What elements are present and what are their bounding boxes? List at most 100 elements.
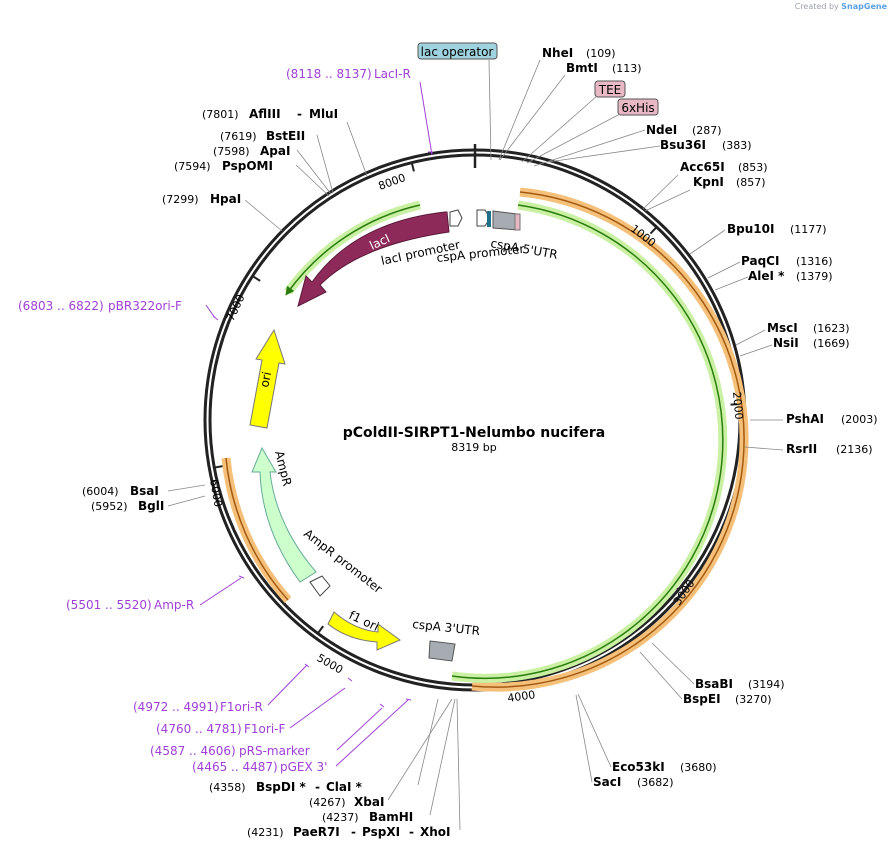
enzyme-nhei[interactable]: NheI(109) bbox=[542, 46, 616, 60]
svg-text:(4237): (4237) bbox=[322, 811, 359, 824]
svg-text:AflIII: AflIII bbox=[249, 107, 281, 121]
tee-box[interactable] bbox=[594, 80, 626, 98]
svg-text:(3194): (3194) bbox=[748, 678, 785, 691]
svg-text:RsrII: RsrII bbox=[786, 442, 817, 456]
primer-prs-marker[interactable]: (4587 .. 4606)pRS-marker bbox=[150, 744, 310, 758]
enzyme-eco53ki[interactable]: Eco53kI(3680) bbox=[612, 760, 717, 774]
enzyme-group-aflIII-mlui[interactable]: (7801) AflIII - MluI bbox=[202, 107, 338, 121]
enzyme-msci[interactable]: MscI(1623) bbox=[767, 321, 850, 335]
primer-pgex-3[interactable]: (4465 .. 4487)pGEX 3' bbox=[192, 760, 327, 774]
credit-text: Created by SnapGene bbox=[795, 2, 887, 11]
svg-text:(4587 .. 4606): (4587 .. 4606) bbox=[150, 744, 236, 758]
enzyme-group-bamhi[interactable]: (4237) BamHI bbox=[322, 810, 413, 824]
primer-f1ori-r[interactable]: (4972 .. 4991)F1ori-R bbox=[133, 700, 263, 714]
svg-text:PshAI: PshAI bbox=[786, 412, 824, 426]
tick-1000 bbox=[649, 225, 659, 235]
enzyme-bmti[interactable]: BmtI(113) bbox=[566, 61, 642, 75]
enzyme-bsteii[interactable]: (7619) BstEII bbox=[220, 129, 305, 143]
svg-text:(3680): (3680) bbox=[680, 761, 717, 774]
svg-text:(287): (287) bbox=[692, 124, 722, 137]
laci-promoter-arrow[interactable] bbox=[449, 209, 463, 227]
ampr-promoter-arrow[interactable] bbox=[309, 575, 331, 597]
enzyme-alei[interactable]: AleI * (1379) bbox=[748, 269, 833, 283]
enzyme-bsu36i[interactable]: Bsu36I(383) bbox=[660, 138, 752, 152]
svg-text:F1ori-F: F1ori-F bbox=[244, 722, 285, 736]
primer-f1ori-f[interactable]: (4760 .. 4781)F1ori-F bbox=[156, 722, 285, 736]
enzyme-pspomi[interactable]: (7594)PspOMI bbox=[174, 159, 273, 173]
enzyme-group-xbai[interactable]: (4267) XbaI bbox=[309, 795, 384, 809]
svg-text:NsiI: NsiI bbox=[773, 336, 799, 350]
svg-text:ClaI *: ClaI * bbox=[326, 780, 363, 794]
enzyme-nsii[interactable]: NsiI (1669) bbox=[773, 336, 850, 350]
plasmid-title: pColdII-SIRPT1-Nelumbo nucifera bbox=[343, 425, 605, 441]
enzyme-pshai[interactable]: PshAI (2003) bbox=[786, 412, 878, 426]
enzyme-bsai[interactable]: (6004)BsaI bbox=[82, 484, 159, 498]
enzyme-bspei[interactable]: BspEI(3270) bbox=[683, 692, 772, 706]
svg-text:-: - bbox=[315, 780, 320, 794]
svg-text:LacI-R: LacI-R bbox=[374, 67, 411, 81]
svg-text:(383): (383) bbox=[722, 139, 752, 152]
svg-text:(7299): (7299) bbox=[162, 193, 199, 206]
enzyme-kpni[interactable]: KpnI(857) bbox=[693, 175, 766, 189]
primer-pbr322ori-f[interactable]: (6803 .. 6822)pBR322ori-F bbox=[18, 299, 182, 313]
svg-text:BmtI: BmtI bbox=[566, 61, 598, 75]
svg-text:(7619): (7619) bbox=[220, 130, 257, 143]
enzyme-paqci[interactable]: PaqCI(1316) bbox=[741, 254, 833, 268]
ori-label: ori bbox=[257, 370, 274, 388]
green-line-cds bbox=[451, 204, 724, 680]
lac-operator-box[interactable] bbox=[417, 42, 498, 60]
enzyme-hpai[interactable]: (7299)HpaI bbox=[162, 192, 241, 206]
svg-text:(109): (109) bbox=[586, 47, 616, 60]
cspa-5utr-feature[interactable] bbox=[492, 210, 519, 231]
svg-text:(4267): (4267) bbox=[309, 796, 346, 809]
primer-laci-r[interactable]: (8118 .. 8137)LacI-R bbox=[286, 67, 411, 81]
svg-text:(3682): (3682) bbox=[637, 776, 674, 789]
svg-text:BamHI: BamHI bbox=[369, 810, 413, 824]
snapgene-brand: SnapGene bbox=[841, 2, 887, 11]
svg-text:(2003): (2003) bbox=[841, 413, 878, 426]
svg-text:(4760 .. 4781): (4760 .. 4781) bbox=[156, 722, 242, 736]
svg-text:(8118 .. 8137): (8118 .. 8137) bbox=[286, 67, 372, 81]
enzyme-bsabi[interactable]: BsaBI(3194) bbox=[695, 677, 785, 691]
ampr-label: AmpR bbox=[272, 449, 294, 487]
enzyme-group-xhoi[interactable]: (4231) PaeR7I - PspXI - XhoI bbox=[247, 825, 451, 839]
cspa-3utr-feature[interactable] bbox=[428, 640, 456, 662]
tick-8000 bbox=[410, 161, 415, 172]
tick-label-8000: 8000 bbox=[377, 171, 408, 193]
svg-text:MluI: MluI bbox=[309, 107, 338, 121]
enzyme-ndei[interactable]: NdeI (287) bbox=[646, 123, 722, 137]
primer-amp-r[interactable]: (5501 .. 5520)Amp-R bbox=[66, 598, 194, 612]
ampr-feature-arrow[interactable] bbox=[251, 446, 317, 583]
svg-text:(1379): (1379) bbox=[796, 270, 833, 283]
6xhis-box[interactable] bbox=[617, 98, 659, 116]
svg-text:Amp-R: Amp-R bbox=[154, 598, 194, 612]
svg-text:(1316): (1316) bbox=[796, 255, 833, 268]
f1-ori-feature-arrow[interactable] bbox=[327, 611, 402, 651]
svg-text:BstEII: BstEII bbox=[266, 129, 305, 143]
svg-text:AleI *: AleI * bbox=[748, 269, 785, 283]
svg-text:(1669): (1669) bbox=[813, 337, 850, 350]
svg-text:XhoI: XhoI bbox=[420, 825, 451, 839]
enzyme-acc65i[interactable]: Acc65I(853) bbox=[680, 160, 768, 174]
svg-text:(4972 .. 4991): (4972 .. 4991) bbox=[133, 700, 219, 714]
ori-feature-arrow[interactable] bbox=[249, 328, 286, 429]
svg-text:PaeR7I: PaeR7I bbox=[293, 825, 340, 839]
enzyme-bgli[interactable]: (5952)BglI bbox=[91, 499, 164, 513]
green-line-laci bbox=[285, 204, 421, 296]
enzyme-apai[interactable]: (7598)ApaI bbox=[213, 144, 290, 158]
svg-text:PspXI: PspXI bbox=[362, 825, 400, 839]
enzyme-leaders bbox=[167, 59, 784, 831]
enzyme-group-clai[interactable]: (4358) BspDI * - ClaI * bbox=[209, 780, 363, 794]
svg-text:(2136): (2136) bbox=[836, 443, 873, 456]
svg-text:-: - bbox=[409, 825, 414, 839]
enzyme-rsrii[interactable]: RsrII (2136) bbox=[786, 442, 873, 456]
svg-text:XbaI: XbaI bbox=[354, 795, 384, 809]
svg-text:NdeI: NdeI bbox=[646, 123, 677, 137]
enzyme-saci[interactable]: SacI(3682) bbox=[593, 775, 674, 789]
enzyme-bpu10i[interactable]: Bpu10I(1177) bbox=[727, 222, 827, 236]
laci-feature-arrow[interactable] bbox=[297, 211, 450, 307]
backbone-outer-ring bbox=[203, 148, 747, 692]
svg-text:(857): (857) bbox=[736, 176, 766, 189]
svg-text:(3270): (3270) bbox=[735, 693, 772, 706]
